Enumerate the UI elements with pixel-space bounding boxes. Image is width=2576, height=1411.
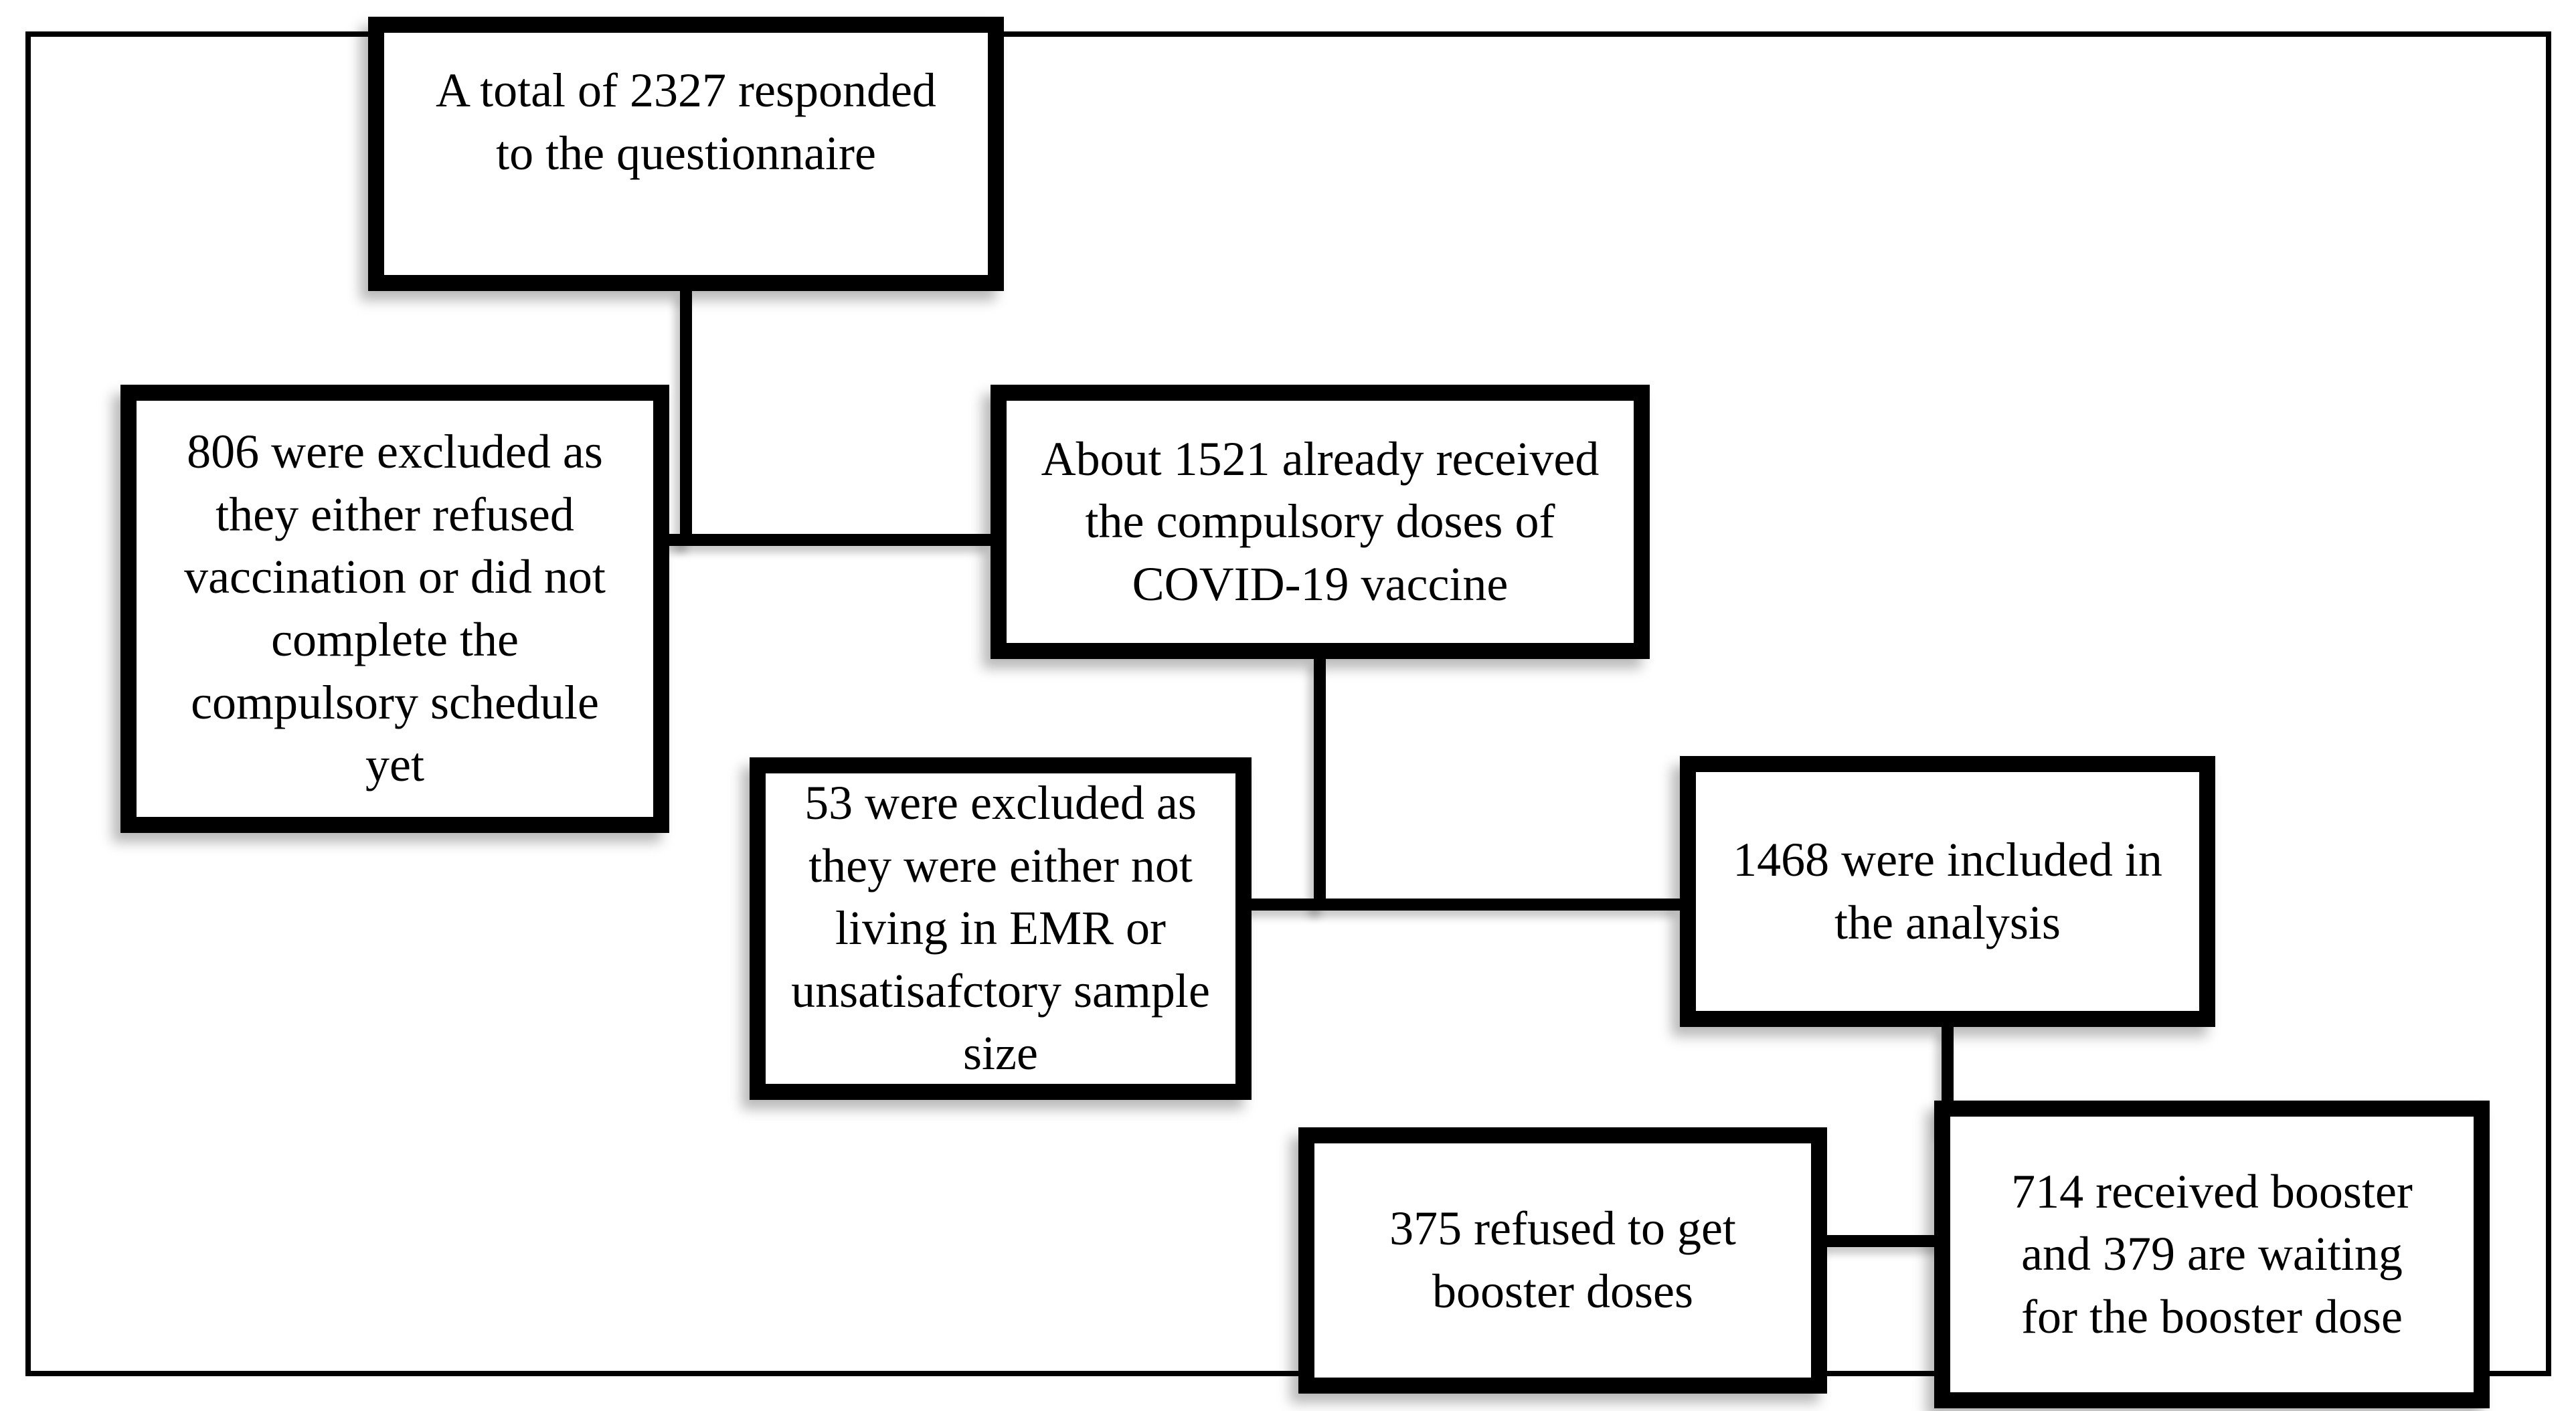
node-excluded-53: 53 were excluded as they were either not… <box>750 757 1252 1100</box>
connector-excluded53-to-included1468 <box>1252 899 1680 911</box>
node-total-responded: A total of 2327 responded to the questio… <box>368 17 1004 291</box>
connector-responded-down <box>680 291 692 546</box>
connector-excluded806-to-received1521 <box>669 534 991 546</box>
connector-received1521-down <box>1314 659 1326 911</box>
node-excluded-806: 806 were excluded as they either refused… <box>120 385 669 833</box>
connector-refused375-to-booster714 <box>1827 1235 1948 1247</box>
node-included-analysis-1468: 1468 were included in the analysis <box>1680 756 2215 1027</box>
node-received-compulsory-1521: About 1521 already received the compulso… <box>991 385 1650 659</box>
node-refused-booster-375: 375 refused to get booster doses <box>1298 1127 1827 1394</box>
node-received-booster-714: 714 received booster and 379 are waiting… <box>1934 1101 2490 1408</box>
outer-border <box>25 31 2551 1376</box>
